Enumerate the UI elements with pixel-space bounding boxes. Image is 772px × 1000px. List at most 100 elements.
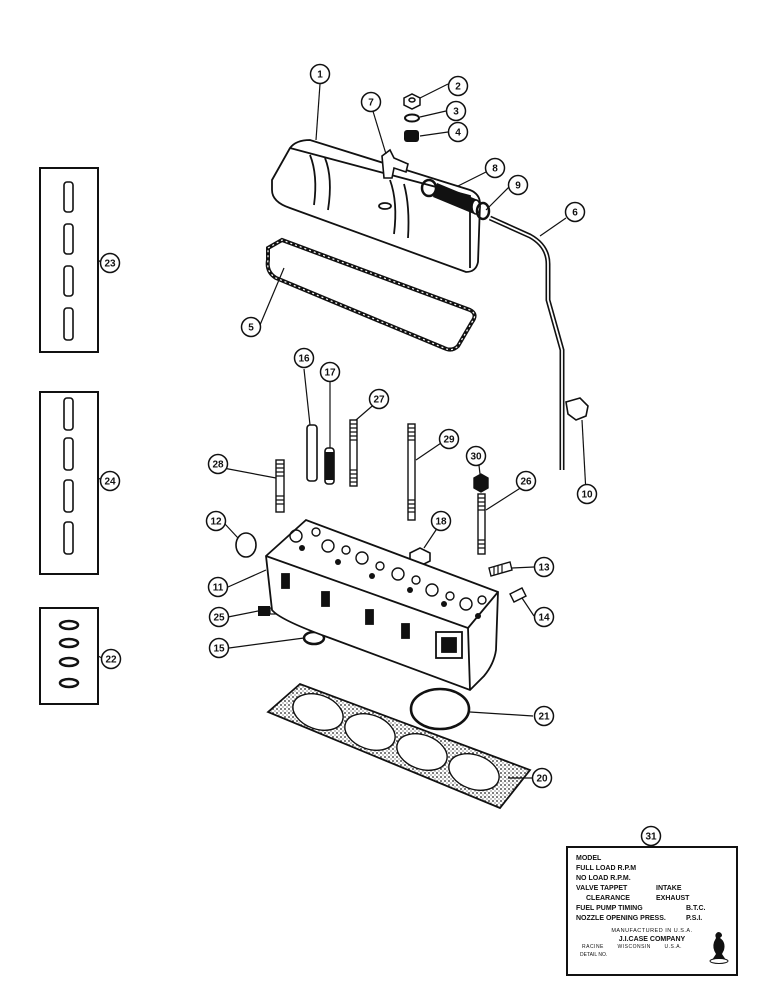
nameplate-state: WISCONSIN (617, 944, 651, 950)
plug-12 (235, 532, 257, 558)
nut-30 (473, 473, 489, 493)
callout-label: 26 (520, 477, 532, 488)
nameplate-city: RACINE (582, 944, 604, 950)
nameplate-rows: MODEL FULL LOAD R.P.M NO LOAD R.P.M. VALVE … (576, 854, 728, 924)
nameplate-manufactured: MANUFACTURED IN U.S.A. (611, 928, 693, 934)
callout-28: 28 (207, 453, 229, 475)
nameplate-row-value: P.S.I. (686, 915, 703, 922)
nameplate-row-label: VALVE TAPPET (576, 885, 628, 892)
nameplate-row: NOZZLE OPENING PRESS.P.S.I. (576, 914, 728, 924)
kit-box-23 (39, 167, 99, 353)
stud-17 (324, 447, 335, 485)
callout-14: 14 (533, 606, 555, 628)
callout-12: 12 (205, 510, 227, 532)
stud-27 (349, 419, 358, 487)
nameplate-row-label: CLEARANCE (586, 895, 630, 902)
nameplate-row: CLEARANCE EXHAUST (576, 894, 728, 904)
nameplate-row-label: MODEL (576, 855, 602, 862)
callout-label: 25 (213, 613, 225, 624)
callout-label: 4 (455, 128, 461, 139)
stud-26 (477, 493, 486, 555)
stud-28 (275, 459, 285, 513)
callout-label: 27 (373, 395, 385, 406)
callout-20: 20 (531, 767, 553, 789)
callout-label: 12 (210, 517, 222, 528)
callout-8: 8 (484, 157, 506, 179)
cylinder-head (265, 518, 499, 692)
callout-label: 31 (645, 832, 657, 843)
callout-23: 23 (99, 252, 121, 274)
callout-label: 23 (104, 259, 116, 270)
nameplate-row-label: FUEL PUMP TIMING (576, 905, 643, 912)
engine-nameplate: MODEL FULL LOAD R.P.M NO LOAD R.P.M. VALVE … (566, 846, 738, 976)
nameplate-row: FULL LOAD R.P.M (576, 864, 728, 874)
dowel-13 (488, 561, 513, 577)
o-ring-21 (409, 687, 471, 731)
callout-label: 21 (538, 712, 550, 723)
washer (404, 113, 420, 123)
stud-16 (306, 424, 318, 482)
callout-label: 18 (435, 517, 447, 528)
callout-6: 6 (564, 201, 586, 223)
callout-label: 9 (515, 181, 521, 192)
callout-15: 15 (208, 637, 230, 659)
callouts: 1234567891011121314151617182021222324252… (99, 63, 662, 847)
leader-lines (97, 83, 587, 779)
callout-label: 30 (470, 452, 482, 463)
callout-10: 10 (576, 483, 598, 505)
case-eagle-logo (709, 932, 729, 964)
nameplate-row-label: NO LOAD R.P.M. (576, 875, 631, 882)
nameplate-row: NO LOAD R.P.M. (576, 874, 728, 884)
callout-18: 18 (430, 510, 452, 532)
callout-26: 26 (515, 470, 537, 492)
callout-label: 17 (324, 368, 336, 379)
callout-22: 22 (100, 648, 122, 670)
callout-label: 3 (453, 107, 459, 118)
nameplate-country: U.S.A. (664, 944, 682, 950)
nameplate-company: J.I.CASE COMPANY (618, 936, 686, 943)
callout-3: 3 (445, 100, 467, 122)
callout-label: 8 (492, 164, 498, 175)
callout-16: 16 (293, 347, 315, 369)
hose-clamp-right (475, 201, 491, 221)
callout-label: 2 (455, 82, 461, 93)
callout-label: 22 (105, 655, 117, 666)
callout-21: 21 (533, 705, 555, 727)
nameplate-row-value: INTAKE (656, 885, 682, 892)
callout-11: 11 (207, 576, 229, 598)
callout-label: 20 (536, 774, 548, 785)
callout-label: 7 (368, 98, 374, 109)
callout-30: 30 (465, 445, 487, 467)
callout-label: 13 (538, 563, 550, 574)
nameplate-row: FUEL PUMP TIMING B.T.C. (576, 904, 728, 914)
nameplate-location: RACINE WISCONSIN U.S.A. (582, 944, 682, 950)
callout-label: 16 (298, 354, 310, 365)
callout-29: 29 (438, 428, 460, 450)
callout-2: 2 (447, 75, 469, 97)
callout-17: 17 (319, 361, 341, 383)
breather-tube (488, 215, 565, 470)
callout-label: 6 (572, 208, 578, 219)
callout-27: 27 (368, 388, 390, 410)
kit-box-24 (39, 391, 99, 575)
callout-label: 5 (248, 323, 254, 334)
callout-label: 28 (212, 460, 224, 471)
nameplate-row: MODEL (576, 854, 728, 864)
callout-7: 7 (360, 91, 382, 113)
breather-elbow (381, 148, 409, 179)
tube-clip (565, 397, 589, 421)
kit-box-22 (39, 607, 99, 705)
dowel-14 (509, 587, 527, 603)
callout-label: 14 (538, 613, 550, 624)
rocker-cover (271, 139, 481, 273)
nameplate-row: VALVE TAPPET INTAKE (576, 884, 728, 894)
callout-1: 1 (309, 63, 331, 85)
grommet (404, 130, 419, 142)
nameplate-row-value: B.T.C. (686, 905, 706, 912)
head-gasket (266, 682, 532, 810)
callout-24: 24 (99, 470, 121, 492)
callout-13: 13 (533, 556, 555, 578)
nameplate-row-value: EXHAUST (656, 895, 690, 902)
nameplate-row-label: FULL LOAD R.P.M (576, 865, 637, 872)
